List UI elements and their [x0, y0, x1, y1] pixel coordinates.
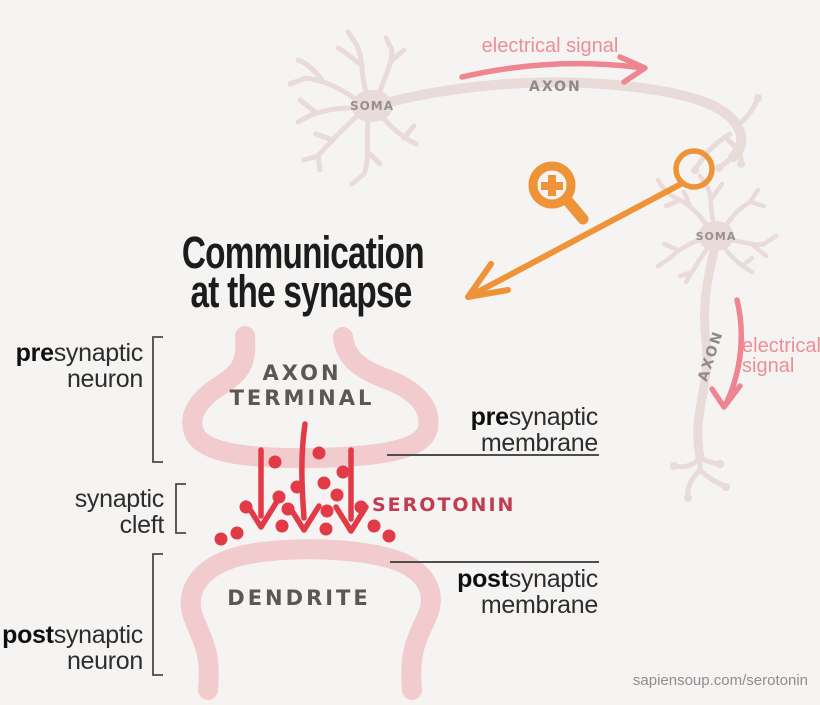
- soma-right: [698, 221, 734, 251]
- postsynaptic-membrane-label: postsynaptic membrane: [457, 565, 598, 619]
- synapse-highlight-ring: [673, 148, 715, 190]
- soma-top: [351, 90, 393, 122]
- postsynaptic-neuron-label: postsynaptic neuron: [2, 621, 143, 675]
- axon-top-label: AXON: [529, 79, 582, 95]
- presynaptic-neuron-drawing: [287, 29, 762, 187]
- electrical-signal-top-label: electrical signal: [481, 35, 619, 57]
- electrical-signal-arrow-right: [709, 297, 745, 410]
- postsynaptic-neuron-drawing: [655, 173, 779, 502]
- synaptic-cleft-bracket: [175, 483, 186, 534]
- title-line2: at the synapse: [190, 266, 412, 317]
- presynaptic-neuron-label: presynaptic neuron: [15, 339, 144, 393]
- axon-terminal-bulb: [182, 326, 439, 469]
- electrical-signal-right-label: electrical signal: [742, 335, 820, 377]
- watermark-url: sapiensoup.com/serotonin: [632, 672, 808, 689]
- label-brackets: [152, 336, 186, 676]
- soma-top-label: SOMA: [349, 99, 395, 113]
- presynaptic-membrane-label: presynaptic membrane: [470, 403, 599, 457]
- soma-right-label: SOMA: [695, 230, 737, 243]
- postsynaptic-neuron-bracket: [152, 553, 163, 676]
- title-line1: Communication: [181, 227, 425, 278]
- axon-terminal-label: AXON TERMINAL: [229, 361, 375, 410]
- serotonin-label: SEROTONIN: [372, 494, 516, 516]
- membrane-lines: [387, 454, 599, 563]
- axon-terminal-knobs: [691, 94, 762, 174]
- zoom-callout: [465, 148, 715, 300]
- dendrite-dome: [180, 539, 441, 700]
- presynaptic-neuron-bracket: [152, 336, 163, 463]
- zoom-callout-arrow: [469, 181, 684, 298]
- synaptic-cleft-label: synaptic cleft: [74, 485, 165, 539]
- serotonin-arrows: [243, 421, 369, 534]
- page-title: Communication at the synapse: [181, 227, 425, 317]
- electrical-signal-arrow-top: [459, 54, 648, 85]
- serotonin-dots: [214, 446, 396, 546]
- dendrite-label: DENDRITE: [227, 586, 371, 610]
- zoom-in-icon: [528, 161, 589, 225]
